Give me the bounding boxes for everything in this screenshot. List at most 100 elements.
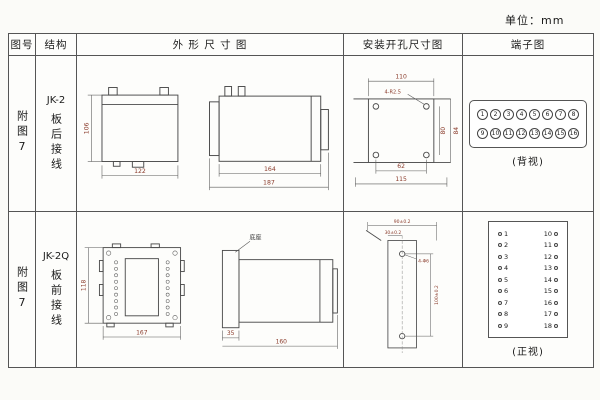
terminal-dot bbox=[498, 254, 502, 259]
jk2-mounting-hole-drawing: 110 4-R2.5 80 84 62 115 bbox=[353, 73, 460, 187]
terminal-number: 10 bbox=[543, 229, 552, 238]
terminal-dot bbox=[554, 300, 558, 305]
terminal-number: 18 bbox=[543, 321, 552, 330]
terminal-pair: 3 12 bbox=[498, 251, 558, 262]
terminal-number: 8 bbox=[504, 310, 509, 318]
dim-label: 110 bbox=[395, 73, 407, 80]
row2-figure-number-cell: 附图7 bbox=[9, 212, 36, 367]
terminal-dot bbox=[498, 300, 502, 305]
row1-mounting-cell: 110 4-R2.5 80 84 62 115 bbox=[344, 56, 463, 212]
terminal-number: 10 bbox=[490, 127, 501, 139]
dim-label: 187 bbox=[263, 179, 275, 186]
terminal-number: 12 bbox=[543, 252, 552, 261]
dim-label: 84 bbox=[453, 127, 460, 135]
col-header-structure: 结构 bbox=[36, 34, 77, 56]
terminal-dot bbox=[498, 289, 502, 293]
terminal-number: 1 bbox=[477, 108, 488, 120]
dim-label: 118 bbox=[80, 279, 87, 291]
terminal-number: 4 bbox=[504, 264, 509, 272]
col-header-mounting: 安装开孔尺寸图 bbox=[344, 34, 463, 56]
terminal-number: 16 bbox=[543, 298, 552, 307]
dim-label: 164 bbox=[263, 166, 275, 173]
dim-label: 62 bbox=[397, 163, 405, 170]
model-label: JK-2Q bbox=[42, 250, 70, 262]
terminal-number: 7 bbox=[555, 108, 566, 120]
terminal-number: 13 bbox=[543, 264, 552, 272]
dim-label: 160 bbox=[275, 338, 287, 345]
dim-label: 122 bbox=[134, 167, 146, 174]
terminal-number: 2 bbox=[504, 241, 509, 249]
terminal-number: 5 bbox=[504, 275, 509, 284]
jk2q-side-outline-drawing: 底座 35 160 bbox=[221, 233, 338, 349]
jk2-side-outline-drawing: 164 187 bbox=[208, 86, 329, 191]
base-label: 底座 bbox=[249, 233, 261, 241]
terminal-number: 2 bbox=[490, 108, 501, 120]
terminal-row-bottom: 9 10 11 12 13 14 15 16 bbox=[477, 127, 579, 139]
dim-label: 30±0.2 bbox=[385, 229, 402, 235]
dim-label: 80 bbox=[440, 127, 447, 135]
terminal-pair: 6 15 bbox=[498, 286, 558, 297]
terminal-pair: 2 11 bbox=[498, 240, 558, 251]
terminal-dot bbox=[498, 266, 502, 270]
terminal-dot bbox=[498, 312, 502, 316]
row1-figure-number-cell: 附图7 bbox=[9, 56, 36, 212]
terminal-number: 3 bbox=[503, 108, 514, 120]
terminal-number: 1 bbox=[504, 229, 509, 238]
dim-label: 167 bbox=[136, 329, 148, 336]
row2-terminal-cell: 1 10 2 11 3 12 4 13 5 14 bbox=[463, 212, 593, 367]
terminal-dot bbox=[554, 254, 558, 259]
terminal-number: 15 bbox=[555, 127, 566, 139]
terminal-number: 9 bbox=[477, 127, 488, 139]
col-header-fig-no: 图号 bbox=[9, 34, 36, 56]
model-label: JK-2 bbox=[46, 94, 66, 106]
terminal-number: 6 bbox=[504, 287, 509, 295]
hole-callout-label: 4-Φ6 bbox=[418, 258, 429, 264]
terminal-pair: 8 17 bbox=[498, 309, 558, 320]
figure-number: 附图7 bbox=[15, 110, 29, 157]
terminal-dot bbox=[554, 289, 558, 293]
terminal-number: 17 bbox=[543, 310, 552, 318]
row2-mounting-cell: 90±0.2 30±0.2 4-Φ6 100±0.2 bbox=[344, 212, 463, 367]
col-header-outline: 外 形 尺 寸 图 bbox=[77, 34, 344, 56]
terminal-number: 15 bbox=[543, 287, 552, 295]
terminal-dot bbox=[554, 323, 558, 328]
jk2q-mounting-hole-drawing: 90±0.2 30±0.2 4-Φ6 100±0.2 bbox=[365, 218, 440, 353]
terminal-number: 11 bbox=[543, 241, 552, 249]
terminal-number: 14 bbox=[543, 275, 552, 284]
terminal-number: 12 bbox=[516, 127, 527, 139]
dim-label: 100±0.2 bbox=[434, 285, 440, 305]
jk2q-front-outline-drawing: 118 167 bbox=[80, 242, 185, 340]
terminal-dot bbox=[554, 243, 558, 247]
terminal-dot bbox=[554, 266, 558, 270]
terminal-pair: 9 18 bbox=[498, 320, 558, 331]
terminal-number: 11 bbox=[503, 127, 514, 139]
jk2-terminal-diagram: 1 2 3 4 5 6 7 8 9 10 11 12 13 14 15 bbox=[469, 99, 587, 148]
wiring-label: 板后接线 bbox=[49, 112, 63, 173]
terminal-number: 6 bbox=[542, 108, 553, 120]
terminal-pair: 1 10 bbox=[498, 228, 558, 239]
terminal-number: 13 bbox=[529, 127, 540, 139]
terminal-dot bbox=[498, 231, 502, 236]
row1-structure-cell: JK-2 板后接线 bbox=[36, 56, 77, 212]
dim-label: 106 bbox=[83, 122, 90, 134]
terminal-pair: 7 16 bbox=[498, 297, 558, 308]
terminal-number: 14 bbox=[542, 127, 553, 139]
terminal-dot bbox=[554, 312, 558, 316]
view-caption: (背视) bbox=[512, 156, 544, 168]
dim-label: 90±0.2 bbox=[394, 218, 411, 224]
jk2-front-outline-drawing: 106 122 bbox=[83, 86, 178, 179]
terminal-dot bbox=[554, 277, 558, 282]
terminal-number: 8 bbox=[568, 108, 579, 120]
wiring-label: 板前接线 bbox=[49, 268, 63, 329]
hole-callout-label: 4-R2.5 bbox=[384, 89, 401, 95]
terminal-number: 7 bbox=[504, 298, 509, 307]
terminal-number: 16 bbox=[568, 127, 579, 139]
terminal-dot bbox=[498, 323, 502, 328]
terminal-number: 4 bbox=[516, 108, 527, 120]
terminal-pair: 4 13 bbox=[498, 263, 558, 274]
row2-outline-cell: 118 167 底座 bbox=[77, 212, 344, 367]
terminal-dot bbox=[498, 243, 502, 247]
terminal-dot bbox=[554, 231, 558, 236]
view-caption: (正视) bbox=[512, 346, 544, 358]
